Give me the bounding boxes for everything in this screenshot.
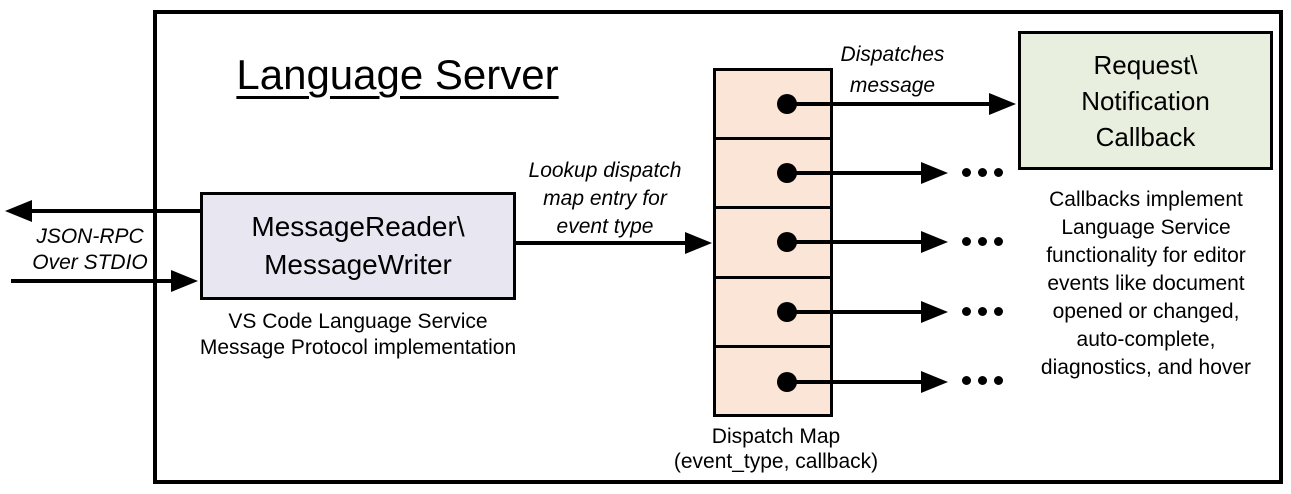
dispatch-map-cell: [716, 279, 830, 348]
callbacks-description-line: auto-complete,: [1076, 328, 1216, 351]
io-box-caption: VS Code Language Service Message Protoco…: [198, 309, 518, 361]
request-notification-callback-box: Request\ Notification Callback: [1018, 31, 1273, 170]
diagram-title: Language Server: [236, 51, 559, 98]
ellipsis-dot: [994, 376, 1003, 385]
io-caption-line: VS Code Language Service: [228, 310, 488, 333]
callbacks-description-line: events like document: [1047, 272, 1245, 295]
message-writer-label: MessageWriter: [264, 249, 452, 280]
callbacks-description-line: Callbacks implement: [1049, 188, 1243, 211]
ellipsis-dot: [978, 307, 987, 316]
dispatch-map-caption: Dispatch Map (event_type, callback): [650, 424, 902, 474]
ellipsis-icon: [962, 237, 1003, 246]
callback-box-label-line: Notification: [1081, 85, 1210, 116]
callbacks-description: Callbacks implement Language Service fun…: [1008, 186, 1284, 382]
ellipsis-dot: [962, 376, 971, 385]
ellipsis-dot: [994, 307, 1003, 316]
ellipsis-dot: [978, 376, 987, 385]
message-reader-label: MessageReader\: [251, 211, 465, 242]
ellipsis-dot: [994, 168, 1003, 177]
message-reader-writer-box: MessageReader\ MessageWriter: [200, 192, 516, 300]
callbacks-description-line: opened or changed,: [1052, 300, 1240, 323]
callbacks-description-line: functionality for editor: [1046, 244, 1246, 267]
lookup-annotation-line: Lookup dispatch: [528, 159, 682, 182]
callbacks-description-line: Language Service: [1061, 216, 1231, 239]
ellipsis-icon: [962, 168, 1003, 177]
ellipsis-dot: [978, 237, 987, 246]
lookup-annotation-line: map entry for: [543, 187, 667, 210]
dispatches-message-annotation: Dispatches message: [820, 39, 965, 101]
ellipsis-icon: [962, 307, 1003, 316]
dispatch-map-cell: [716, 71, 830, 141]
dispatch-map-cell: [716, 140, 830, 210]
dispatches-annotation-line: Dispatches: [840, 43, 945, 66]
callback-box-label-line: Callback: [1095, 121, 1196, 152]
ellipsis-dot: [978, 168, 987, 177]
ellipsis-icon: [962, 376, 1003, 385]
json-rpc-annotation-line: JSON-RPC: [36, 225, 144, 248]
ellipsis-dot: [994, 237, 1003, 246]
dispatch-map-caption-line: (event_type, callback): [673, 450, 879, 473]
io-caption-line: Message Protocol implementation: [199, 336, 517, 359]
json-rpc-annotation: JSON-RPC Over STDIO: [15, 224, 165, 276]
ellipsis-dot: [962, 237, 971, 246]
ellipsis-dot: [962, 307, 971, 316]
stdio-out-arrowhead-icon: [5, 200, 32, 222]
lookup-annotation-line: event type: [556, 215, 654, 238]
ellipsis-dot: [962, 168, 971, 177]
dispatch-map-caption-line: Dispatch Map: [711, 425, 841, 448]
dispatch-map-cell: [716, 209, 830, 279]
dispatch-map-cell: [716, 348, 830, 414]
callback-box-label-line: Request\: [1093, 49, 1198, 80]
lookup-annotation: Lookup dispatch map entry for event type: [512, 157, 698, 241]
callbacks-description-line: diagnostics, and hover: [1040, 356, 1252, 379]
dispatches-annotation-line: message: [849, 74, 936, 97]
json-rpc-annotation-line: Over STDIO: [32, 251, 148, 274]
dispatch-map: [713, 68, 833, 417]
